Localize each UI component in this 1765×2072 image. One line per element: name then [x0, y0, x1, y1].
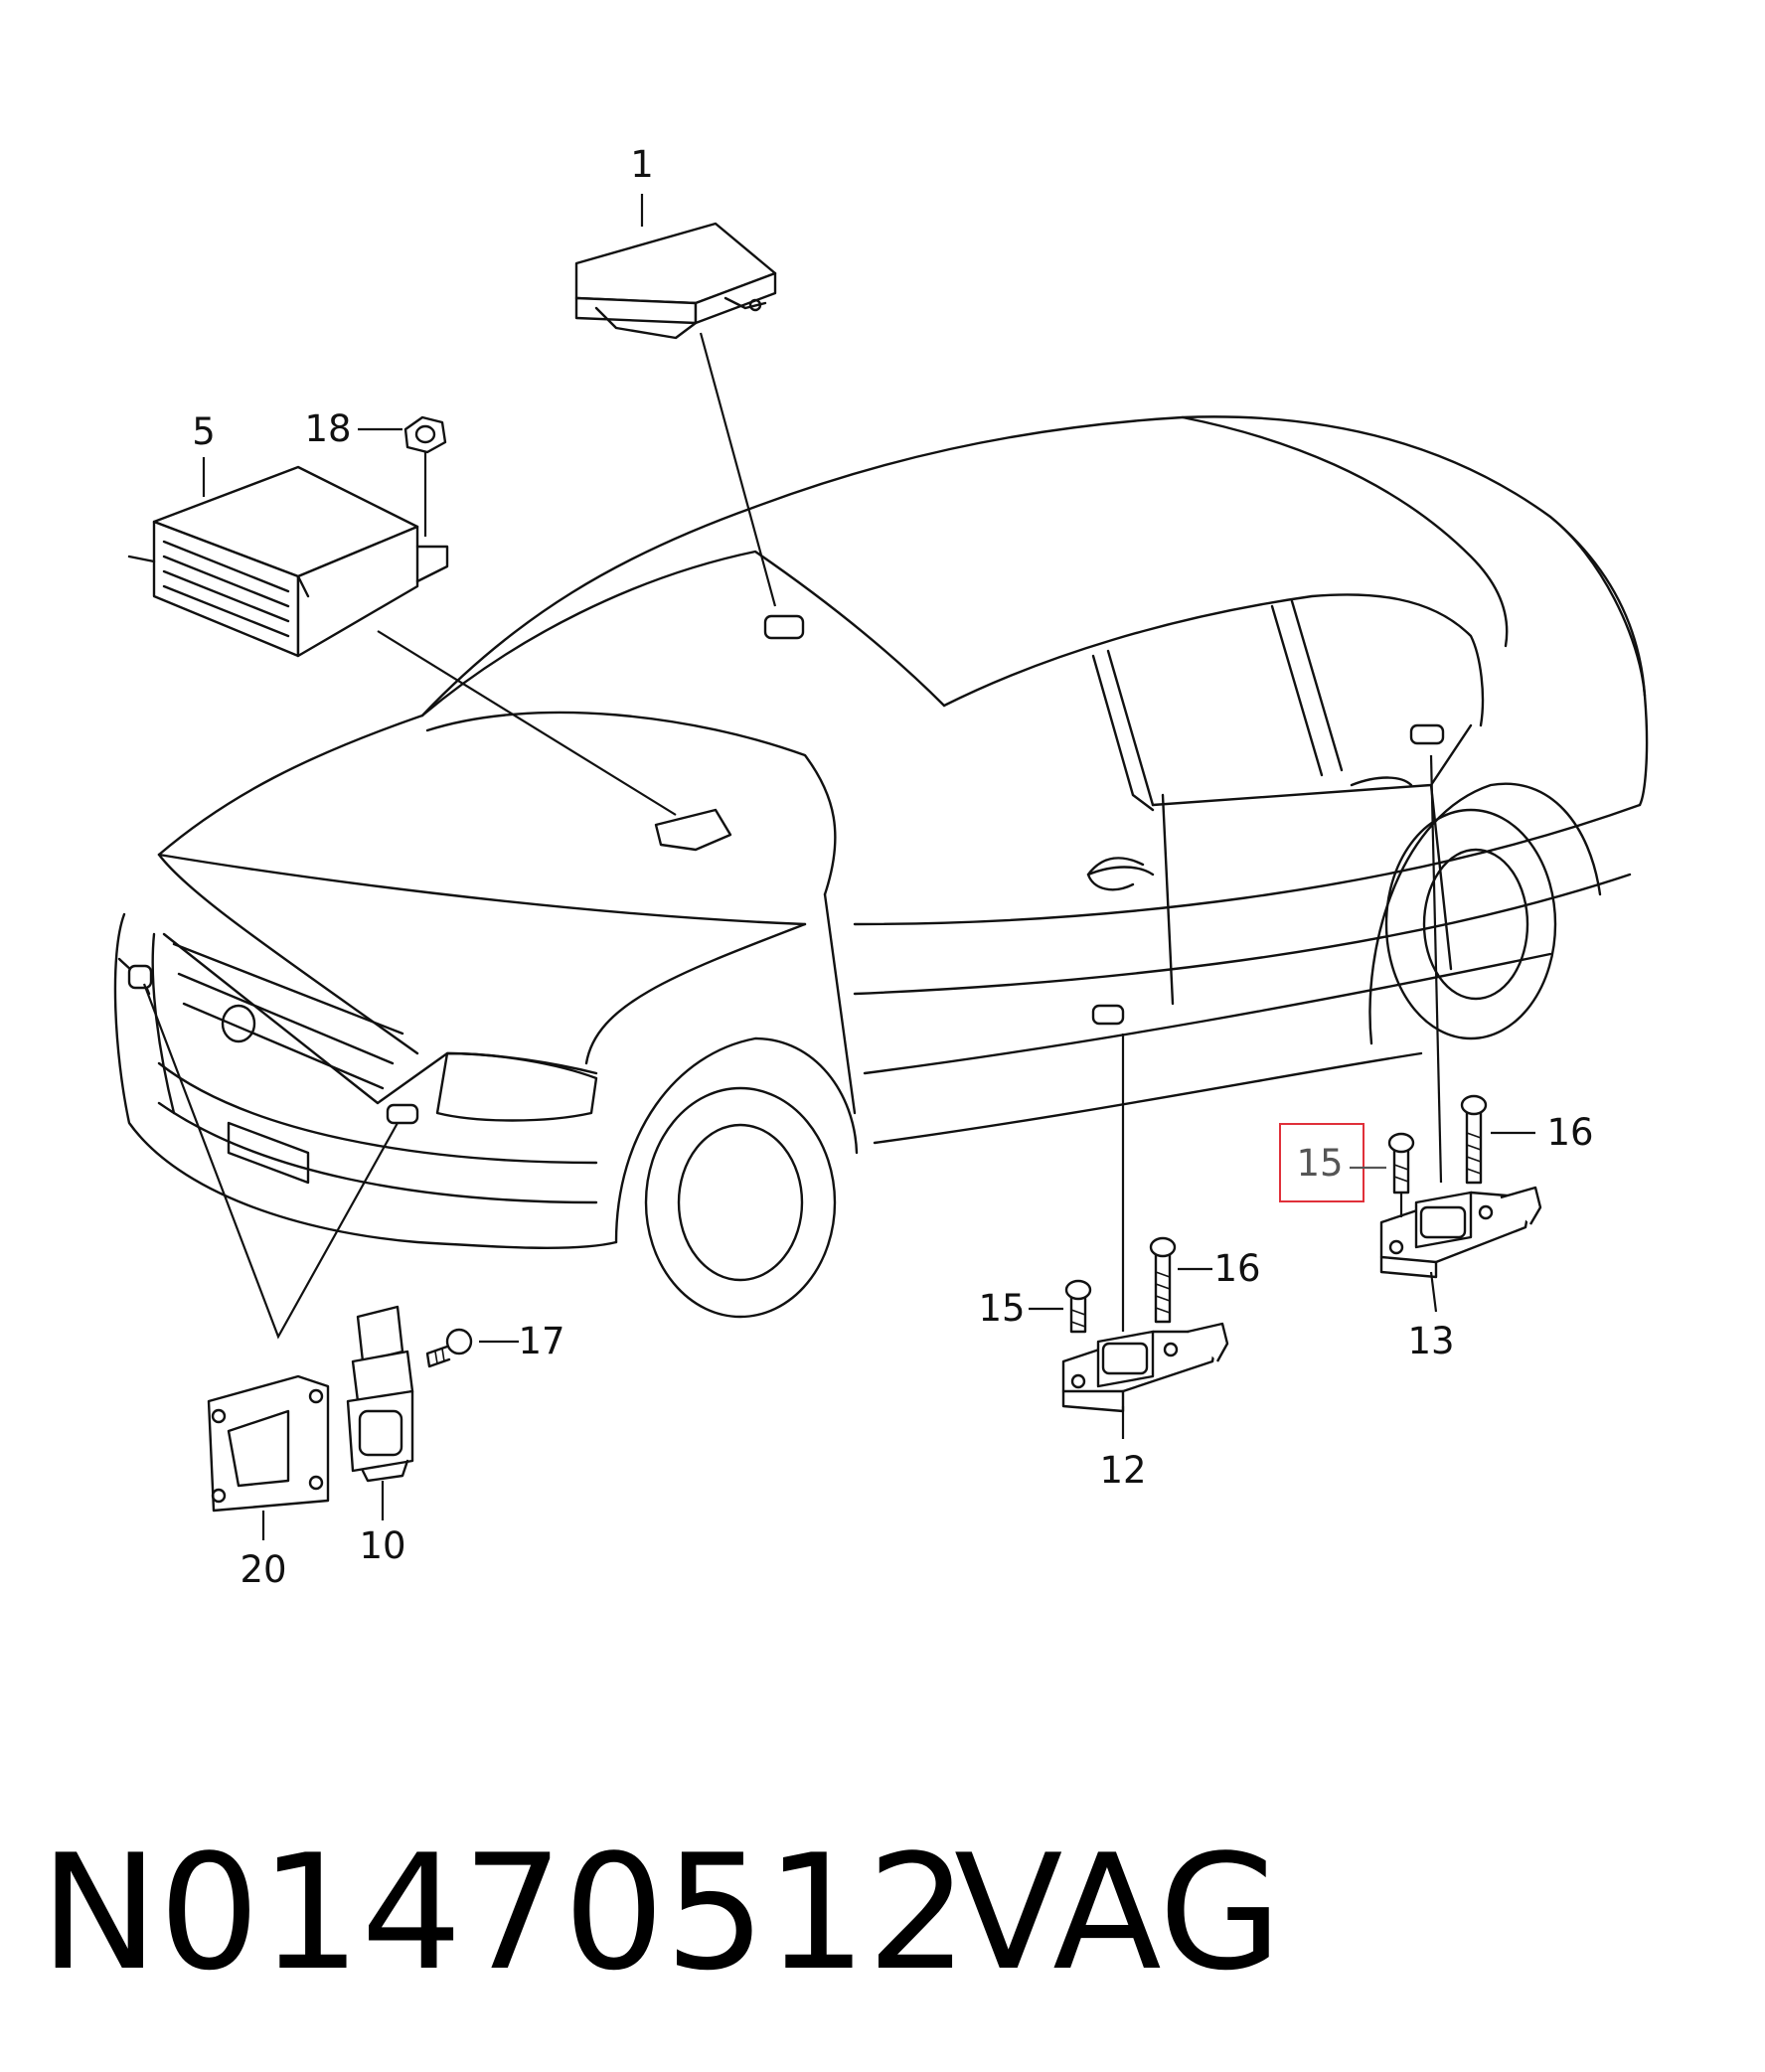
part-20-bracket [207, 1374, 330, 1513]
part-17-screw [425, 1328, 473, 1368]
callout-15-highlighted: 15 [1296, 1142, 1343, 1185]
callout-1: 1 [630, 143, 654, 186]
part-15-screw-center [1064, 1279, 1092, 1334]
brand: VAG [954, 1820, 1282, 2005]
part-16-screw-center [1149, 1236, 1177, 1324]
car-illustration [113, 415, 1649, 1319]
part-5-airbag-control-unit [127, 465, 449, 658]
callout-10: 10 [359, 1524, 405, 1567]
part-number: N01470512 [40, 1820, 968, 2005]
part-12-sensor [1061, 1322, 1229, 1413]
callout-5: 5 [192, 410, 216, 453]
callout-13: 13 [1407, 1320, 1454, 1362]
part-10-front-sensor [346, 1305, 414, 1483]
part-15-screw-right [1387, 1132, 1415, 1217]
callout-16-right: 16 [1546, 1111, 1593, 1154]
callout-20: 20 [240, 1548, 286, 1591]
highlight-box [1279, 1123, 1364, 1202]
callout-15-center: 15 [978, 1287, 1025, 1330]
part-18-nut [403, 415, 447, 537]
callout-18: 18 [304, 407, 351, 450]
part-16-screw-right [1460, 1094, 1488, 1185]
part-1-control-unit [574, 222, 777, 340]
callout-16-center: 16 [1213, 1247, 1260, 1290]
callout-17: 17 [518, 1320, 564, 1362]
part-13-sensor [1379, 1186, 1542, 1279]
callout-12: 12 [1099, 1449, 1146, 1492]
